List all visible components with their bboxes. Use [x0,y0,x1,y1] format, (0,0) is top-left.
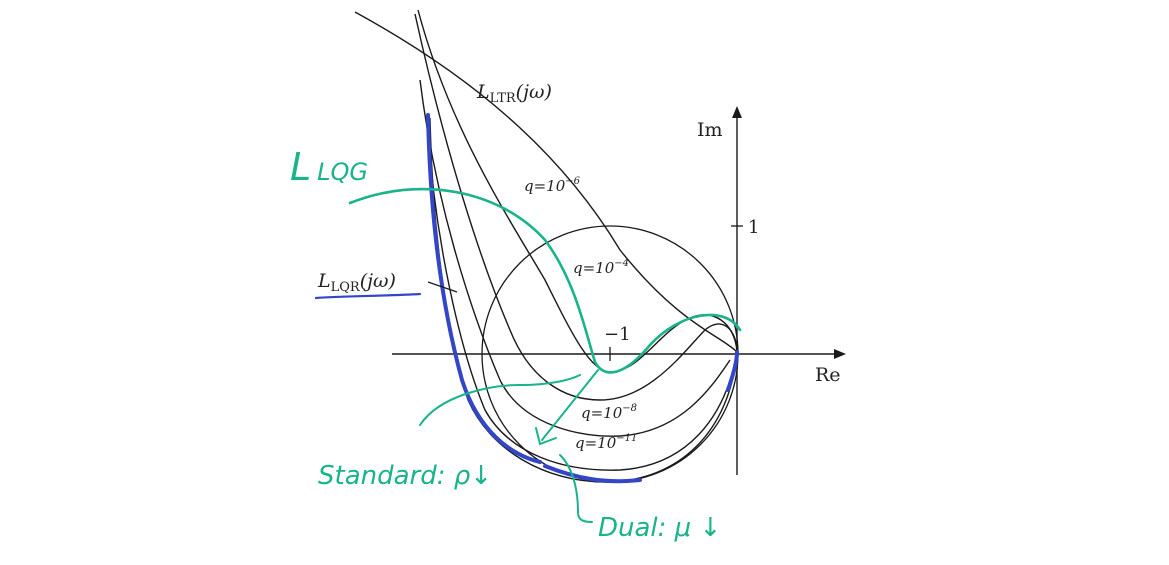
q-1e-11-label: q=10−11 [575,433,637,452]
tick-minus-one-label: −1 [604,324,631,345]
real-axis-label: Re [815,364,841,386]
l-lqr-label: LLQR(jω) [317,270,396,295]
l-ltr-label: LLTR(jω) [476,81,552,106]
imag-axis-arrow [732,106,742,118]
curve-ltr [354,11,738,353]
imag-axis-label: Im [697,119,723,141]
curve-lqg [348,187,742,374]
dual-bracket [559,454,593,523]
curve-lqr-blue-bottom [543,464,642,484]
q-1e-6-label: q=10−6 [524,176,581,195]
curve-lqr-blue [426,113,542,464]
l-lqr-underline [314,292,422,300]
curve-lqr-blue-right [726,350,739,392]
standard-arrow-head [535,427,557,446]
l-lqr-pointer [427,281,458,293]
dual-annotation: Dual: μ ↓ [598,513,721,543]
real-axis-arrow [834,349,846,359]
q-1e-4-label: q=10−4 [573,258,629,277]
q-1e-8-label: q=10−8 [581,403,637,422]
curve-lqr-black [429,117,738,483]
standard-bracket [419,374,581,426]
curve-q-1e-4 [414,13,738,401]
curve-q-1e-8 [419,79,731,437]
tick-one-label: 1 [748,217,759,238]
standard-annotation: Standard: ρ↓ [318,461,492,491]
standard-arrow-shaft [541,369,599,441]
curve-q-1e-11 [427,129,738,471]
